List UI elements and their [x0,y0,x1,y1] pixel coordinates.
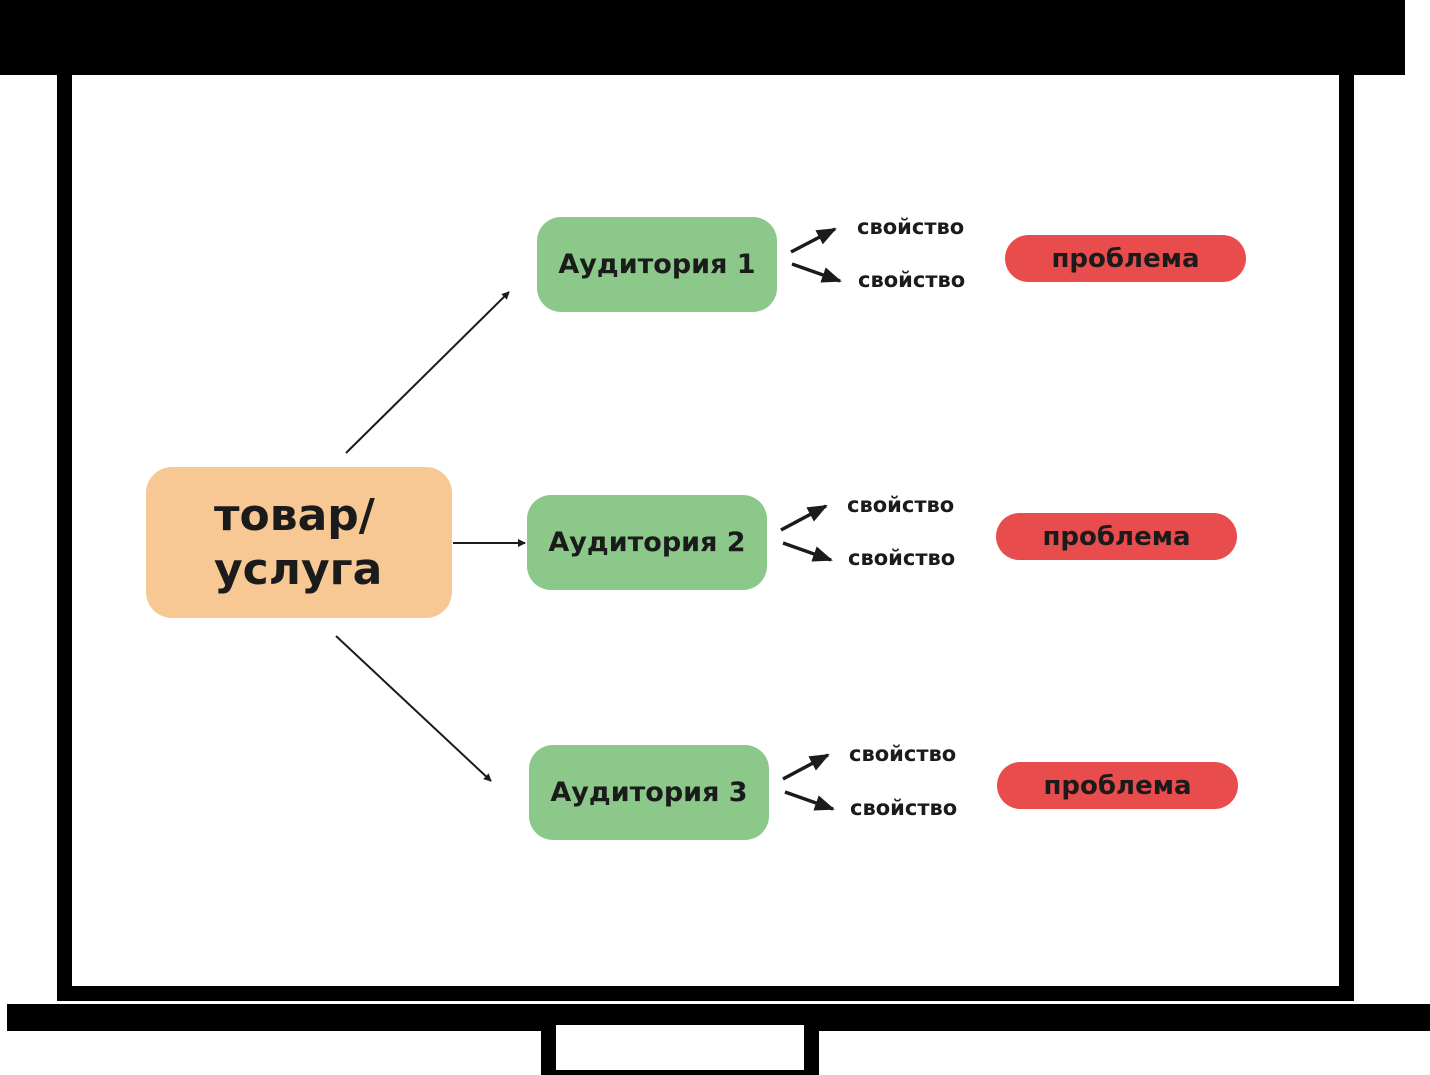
property-label: свойство [858,268,966,292]
screen-stand [541,1025,819,1075]
audience-label: Аудитория 3 [550,777,748,808]
product-node: товар/ услуга [146,467,452,618]
problem-label: проблема [1043,770,1192,801]
audience-node-1: Аудитория 1 [537,217,777,312]
property-label: свойство [849,742,957,766]
property-label: свойство [848,546,956,570]
audience-label: Аудитория 2 [548,527,746,558]
problem-badge-3: проблема [997,762,1238,809]
problem-badge-1: проблема [1005,235,1246,282]
property-label: свойство [847,493,955,517]
property-label: свойство [857,215,965,239]
problem-label: проблема [1051,243,1200,274]
property-label: свойство [850,796,958,820]
audience-node-3: Аудитория 3 [529,745,769,840]
problem-badge-2: проблема [996,513,1237,560]
product-label-line-1: товар/ [214,489,375,541]
problem-label: проблема [1042,521,1191,552]
audience-label: Аудитория 1 [558,249,756,280]
audience-node-2: Аудитория 2 [527,495,767,590]
product-label-line-2: услуга [214,543,383,595]
